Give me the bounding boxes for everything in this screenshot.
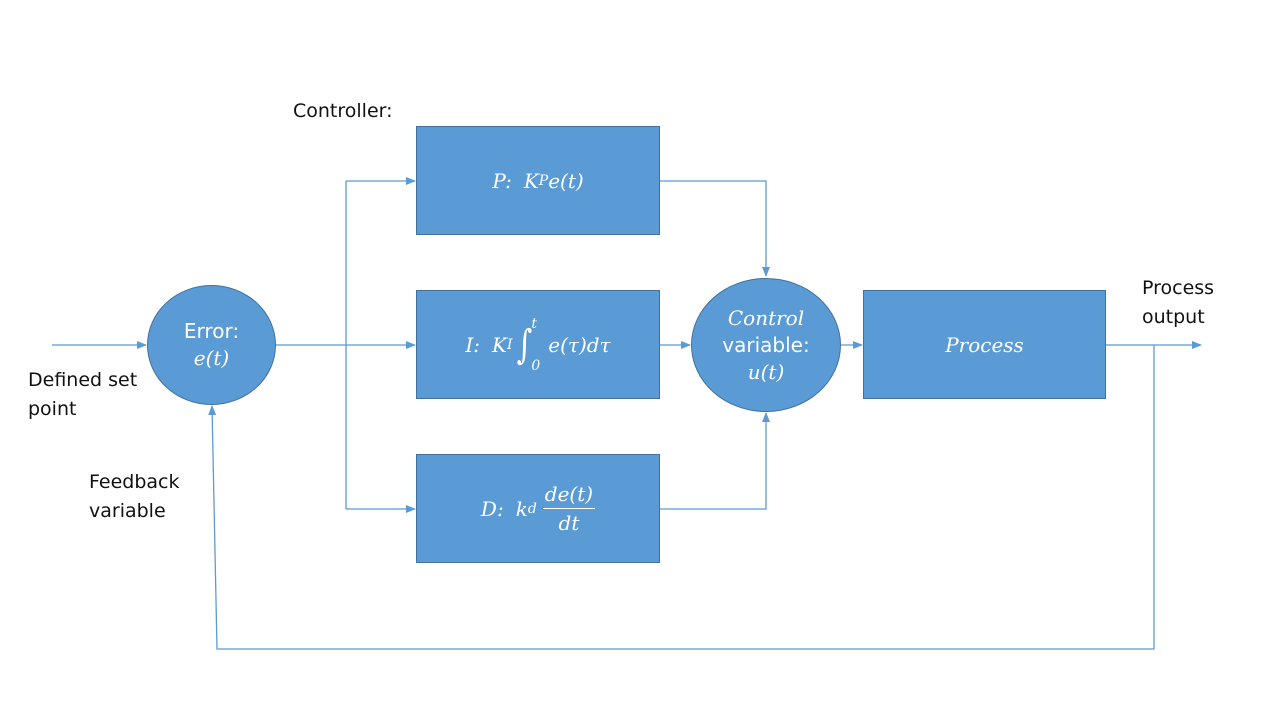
control-label-line1: Control (727, 305, 805, 330)
i-block-name: I: (465, 332, 480, 357)
p-to-sum-arrow (660, 180, 770, 277)
set-point-label-line1: Defined set (28, 369, 138, 391)
d-numerator: de(t) (542, 482, 596, 509)
feedback-variable-label: Feedback variable (89, 468, 179, 526)
d-gain: k (515, 496, 528, 521)
error-label: Error: (183, 319, 240, 343)
d-derivative-fraction: de(t) dt (542, 482, 596, 535)
process-output-label: Process output (1142, 274, 1214, 332)
integral-upper-limit: t (531, 315, 537, 332)
set-point-label-line2: point (28, 398, 77, 420)
d-gain-subscript: d (527, 500, 537, 517)
control-label-line2: variable: (722, 332, 810, 357)
i-gain-subscript: I (506, 336, 513, 353)
feedback-loop-arrow (208, 345, 1155, 650)
integral-lower-limit: 0 (531, 357, 541, 374)
p-gain-subscript: P (538, 172, 549, 189)
feedback-label-line2: variable (89, 500, 166, 522)
p-gain: K (523, 168, 539, 193)
control-expression: u(t) (747, 359, 785, 384)
control-variable-node: Control variable: u(t) (691, 278, 841, 412)
set-point-label: Defined set point (28, 366, 137, 424)
process-block: Process (863, 290, 1106, 399)
d-denominator: dt (558, 511, 580, 535)
integral-symbol: ∫ t 0 (517, 315, 541, 374)
process-output-label-line2: output (1142, 306, 1205, 328)
controller-label: Controller: (293, 100, 393, 122)
d-to-sum-arrow (660, 412, 770, 510)
p-expression: e(t) (548, 168, 584, 193)
process-label: Process (945, 332, 1024, 357)
process-output-label-line1: Process (1142, 277, 1215, 299)
i-integrand: e(τ)dτ (548, 332, 611, 357)
error-node: Error: e(t) (147, 285, 276, 405)
feedback-label-line1: Feedback (89, 471, 180, 493)
p-block-name: P: (492, 168, 512, 193)
i-gain: K (492, 332, 507, 357)
error-expression: e(t) (193, 346, 230, 370)
d-block-name: D: (480, 496, 504, 521)
